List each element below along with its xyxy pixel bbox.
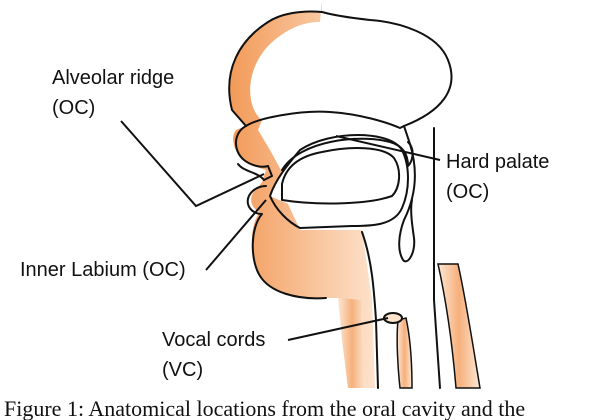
larynx-inner xyxy=(396,317,413,389)
vocal-cords-label: Vocal cords xyxy=(162,329,265,351)
alveolar-ridge-group: (OC) xyxy=(52,97,95,119)
spine-tissue xyxy=(437,263,481,389)
palate xyxy=(281,147,400,205)
alveolar-ridge-label: Alveolar ridge xyxy=(52,67,174,89)
hard-palate-label: Hard palate xyxy=(446,151,549,173)
vocal-cords-pointer xyxy=(287,317,389,341)
hard-palate-group: (OC) xyxy=(446,181,489,203)
hard-palate-outline xyxy=(281,137,414,171)
face-tissue xyxy=(229,0,375,388)
alveolar-ridge-pointer xyxy=(120,120,265,208)
nasal-cavity-outline xyxy=(228,10,453,129)
lower-lip xyxy=(246,185,327,300)
pharynx-front xyxy=(398,125,416,263)
pharynx-back xyxy=(433,127,441,389)
inner-labium-label: Inner Labium (OC) xyxy=(20,259,186,281)
vocal-cords-group: (VC) xyxy=(162,359,203,381)
larynx-tube xyxy=(361,231,379,389)
tongue xyxy=(269,134,409,229)
figure-caption: Figure 1: Anatomical locations from the … xyxy=(4,396,525,420)
hard-palate-pointer xyxy=(335,135,441,161)
neck-front-tissue xyxy=(338,298,366,388)
inner-labium-pointer xyxy=(205,199,267,271)
upper-lip xyxy=(235,125,273,181)
